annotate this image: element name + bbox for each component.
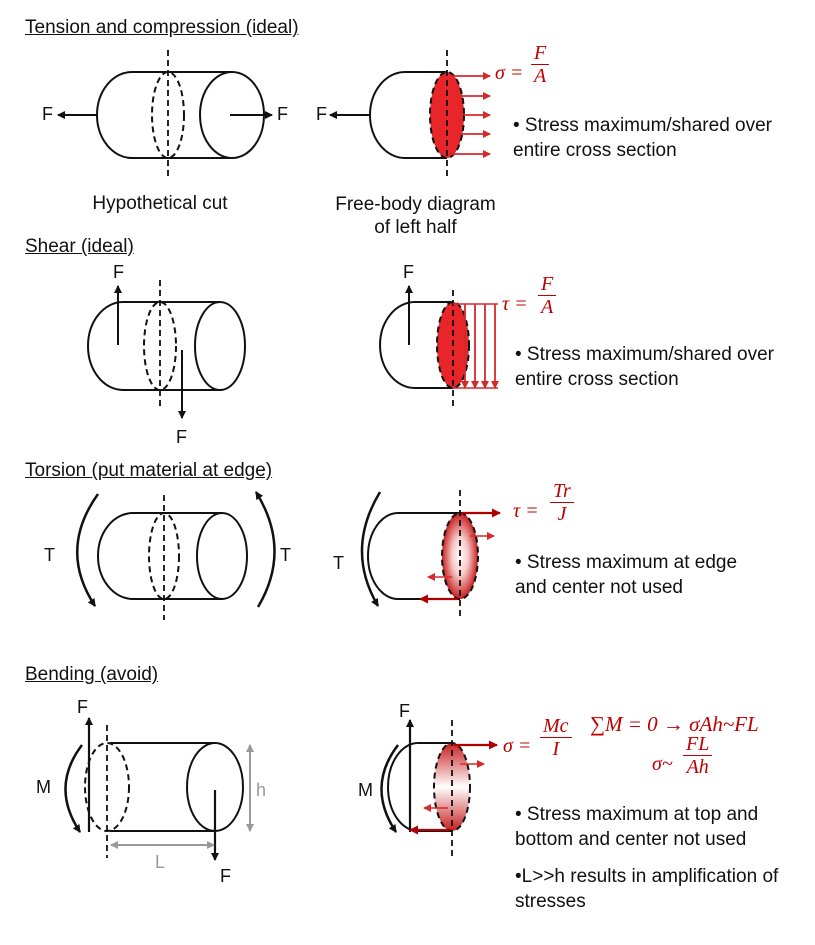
bending-approx-numerator: FL bbox=[683, 733, 713, 756]
bending-equilibrium-equation: ∑M = 0 → σAh~FL bbox=[590, 712, 759, 736]
caption-hypothetical-cut: Hypothetical cut bbox=[92, 193, 228, 214]
bending-force-label-up: F bbox=[77, 697, 88, 717]
bending-fbd-force-label: F bbox=[399, 701, 410, 721]
bending-length-label: L bbox=[155, 852, 166, 872]
bending-moment-label: M bbox=[36, 777, 51, 797]
bending-approx-fraction: FL Ah bbox=[683, 733, 713, 778]
torsion-formula-fraction: Tr J bbox=[550, 480, 574, 525]
shear-formula-fraction: F A bbox=[538, 273, 557, 318]
bending-formula-fraction: Mc I bbox=[540, 715, 572, 760]
torsion-formula-lhs: τ = bbox=[513, 500, 539, 522]
torsion-torque-label-right: T bbox=[280, 545, 291, 565]
bending-force-label-down: F bbox=[220, 866, 231, 886]
shear-force-label-down: F bbox=[176, 427, 187, 447]
torsion-formula-numerator: Tr bbox=[550, 480, 574, 503]
torsion-note: • Stress maximum at edge and center not … bbox=[515, 552, 738, 598]
tension-force-label-right: F bbox=[277, 104, 288, 124]
section-heading-shear: Shear (ideal) bbox=[25, 236, 134, 257]
bending-height-label: h bbox=[256, 780, 267, 800]
tension-formula-lhs: σ = bbox=[495, 62, 524, 84]
shear-cylinder-cut bbox=[87, 280, 246, 419]
shear-force-label-up: F bbox=[113, 262, 124, 282]
bending-note-amplification: •L>>h results in amplification of stress… bbox=[515, 866, 779, 912]
shear-formula-numerator: F bbox=[538, 273, 557, 296]
tension-fbd-force-label: F bbox=[316, 104, 327, 124]
bending-formula-lhs: σ = bbox=[503, 735, 532, 757]
bending-note-stress: • Stress maximum at top and bottom and c… bbox=[515, 804, 759, 850]
shear-free-body bbox=[379, 285, 499, 410]
tension-force-label-left: F bbox=[42, 104, 53, 124]
bending-fbd-moment-label: M bbox=[358, 780, 373, 800]
bending-free-body bbox=[380, 719, 498, 860]
tension-free-body bbox=[329, 50, 491, 180]
torsion-cylinder bbox=[76, 491, 276, 620]
shear-note: • Stress maximum/shared over entire cros… bbox=[515, 344, 775, 390]
torsion-fbd-torque-label: T bbox=[333, 553, 344, 573]
bending-approx-lhs: σ~ bbox=[652, 753, 673, 775]
torsion-formula-denominator: J bbox=[557, 503, 567, 525]
tension-formula-fraction: F A bbox=[531, 42, 550, 87]
tension-formula-denominator: A bbox=[534, 65, 547, 87]
shear-formula-lhs: τ = bbox=[502, 293, 528, 315]
section-heading-torsion: Torsion (put material at edge) bbox=[25, 460, 273, 481]
bending-formula-numerator: Mc bbox=[540, 715, 572, 738]
shear-formula-denominator: A bbox=[541, 296, 554, 318]
caption-free-body-diagram: Free-body diagram of left half bbox=[335, 194, 496, 238]
torsion-torque-label-left: T bbox=[44, 545, 55, 565]
bending-formula-denominator: I bbox=[552, 738, 560, 760]
tension-cylinder-cut bbox=[57, 50, 273, 180]
shear-fbd-force-label: F bbox=[403, 262, 414, 282]
section-heading-bending: Bending (avoid) bbox=[25, 664, 159, 685]
tension-note: • Stress maximum/shared over entire cros… bbox=[513, 115, 773, 161]
torsion-free-body bbox=[360, 490, 501, 620]
tension-formula-numerator: F bbox=[531, 42, 550, 65]
bending-cylinder bbox=[64, 717, 254, 861]
bending-approx-denominator: Ah bbox=[686, 756, 709, 778]
section-heading-tension: Tension and compression (ideal) bbox=[25, 17, 299, 38]
